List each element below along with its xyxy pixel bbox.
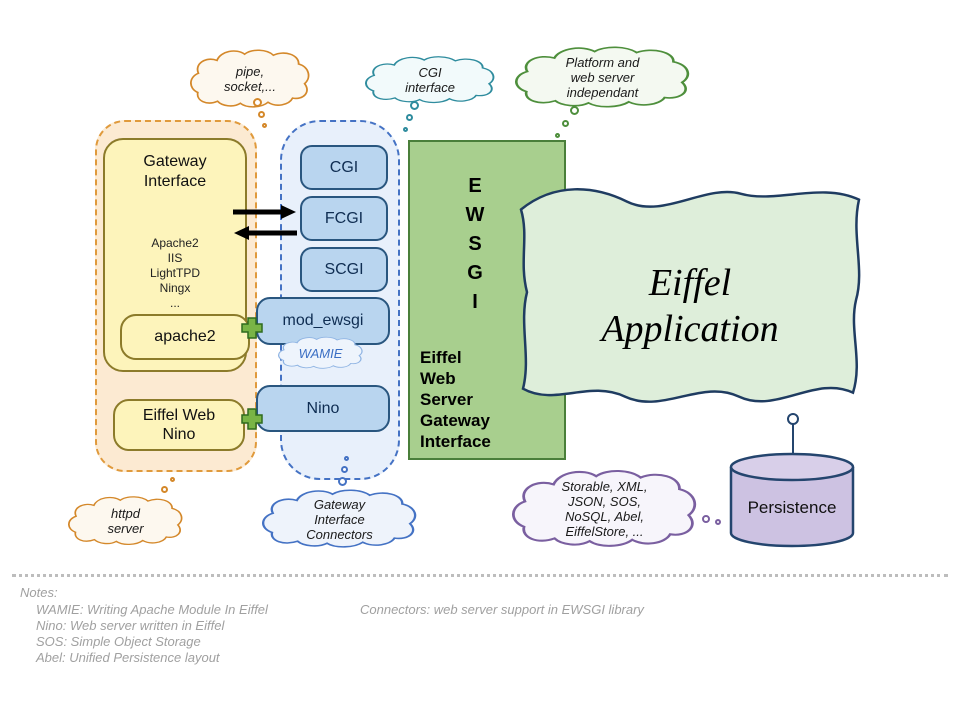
cloud-platform-independent: Platform and web server independant [515, 45, 690, 110]
persistence-store: Persistence [728, 450, 856, 550]
cgi-label: CGI [329, 158, 359, 176]
thought-dot [406, 114, 413, 121]
thought-dot [702, 515, 710, 523]
thought-dot [562, 120, 569, 127]
ewsgi-full-name: Eiffel Web Server Gateway Interface [420, 348, 491, 451]
cgi-box: CGI [300, 145, 388, 190]
eiffel-web-nino-label: Eiffel Web Nino [142, 407, 216, 443]
cloud-gateway-connectors: Gateway Interface Connectors [262, 488, 417, 550]
thought-dot [341, 466, 348, 473]
cloud-storage-label: Storable, XML, JSON, SOS, NoSQL, Abel, E… [561, 479, 648, 539]
cloud-gateway-connectors-label: Gateway Interface Connectors [306, 496, 373, 542]
cloud-shape [278, 336, 363, 369]
thought-dot [555, 133, 560, 138]
cloud-shape [365, 56, 495, 104]
apache2-box: apache2 [120, 314, 250, 360]
notes-connectors: Connectors: web server support in EWSGI … [360, 602, 644, 617]
fcgi-box: FCGI [300, 196, 388, 241]
ewsgi-box: E W S G I Eiffel Web Server Gateway Inte… [408, 140, 566, 460]
nino-label: Nino [306, 399, 340, 417]
nino-box: Nino [256, 385, 390, 432]
thought-dot [262, 123, 267, 128]
cloud-shape [68, 496, 183, 545]
cloud-httpd-server: httpd server [68, 495, 183, 547]
thought-dot [410, 101, 419, 110]
interface-pin-icon [787, 413, 799, 425]
cloud-shape [512, 469, 697, 547]
cloud-cgi-interface: CGI interface [365, 55, 495, 105]
arrow-left-icon [234, 226, 297, 240]
apache2-label: apache2 [154, 328, 216, 345]
cloud-platform-label: Platform and web server independant [565, 55, 640, 100]
cloud-shape [190, 49, 310, 108]
cloud-pipe-socket: pipe, socket,... [190, 48, 310, 110]
ewsgi-acronym: E W S G I [465, 175, 485, 313]
arrow-right-icon [233, 205, 296, 219]
fcgi-label: FCGI [324, 209, 364, 227]
mod-ewsgi-label: mod_ewsgi [282, 312, 364, 329]
eiffel-application-title: Eiffel Application [601, 262, 779, 350]
notes-heading: Notes: [20, 585, 58, 600]
persistence-link-line [792, 424, 794, 454]
notes-glossary: WAMIE: Writing Apache Module In Eiffel N… [36, 602, 268, 665]
plugin-connector-icon [241, 408, 263, 430]
gateway-interface-title: Gateway Interface [143, 153, 207, 190]
notes-divider [12, 574, 948, 577]
plugin-connector-icon [241, 317, 263, 339]
thought-dot [170, 477, 175, 482]
cloud-httpd-label: httpd server [107, 506, 144, 536]
flag-shape [519, 188, 861, 403]
cloud-shape [262, 489, 417, 548]
thought-dot [403, 127, 408, 132]
persistence-label: Persistence [747, 498, 837, 517]
cloud-wamie: WAMIE [278, 336, 363, 370]
cloud-storage-options: Storable, XML, JSON, SOS, NoSQL, Abel, E… [512, 468, 697, 550]
eiffel-application-flag: Eiffel Application [515, 178, 865, 434]
cloud-wamie-label: WAMIE [298, 345, 343, 361]
thought-dot [715, 519, 721, 525]
thought-dot [570, 106, 579, 115]
thought-dot [338, 477, 347, 486]
thought-dot [253, 98, 262, 107]
thought-dot [161, 486, 168, 493]
cylinder-shape [729, 452, 855, 548]
cloud-pipe-socket-label: pipe, socket,... [223, 64, 277, 94]
cloud-shape [515, 46, 690, 108]
scgi-label: SCGI [324, 260, 364, 278]
scgi-box: SCGI [300, 247, 388, 292]
thought-dot [344, 456, 349, 461]
thought-dot [258, 111, 265, 118]
eiffel-web-nino-box: Eiffel Web Nino [113, 399, 245, 451]
gateway-server-list: Apache2 IIS LightTPD Ningx ... [149, 236, 201, 310]
cloud-cgi-interface-label: CGI interface [405, 65, 455, 95]
